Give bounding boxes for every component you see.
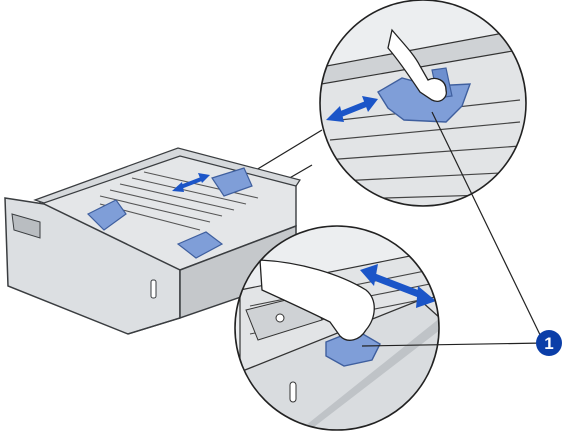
callout-leader-line [431,111,545,344]
tray-slot [150,279,157,299]
callout-leader-line [361,342,545,347]
hand-icon [259,259,375,341]
tray-handle [11,213,41,239]
left-width-guide [86,199,127,231]
callout-badge: 1 [536,330,562,356]
hand-icon [387,28,447,102]
double-arrow-icon [172,173,210,192]
callout-number: 1 [544,334,553,353]
zoom-circle-length-guide [234,225,440,431]
zoom-leader-line [255,129,323,171]
double-arrow-icon [360,264,436,308]
zoom-circle-width-guide [319,0,527,207]
right-width-guide [211,167,253,197]
double-arrow-icon [326,96,378,122]
length-guide [176,231,224,259]
tray-back-rim [33,147,301,204]
paper-tray [4,147,301,335]
